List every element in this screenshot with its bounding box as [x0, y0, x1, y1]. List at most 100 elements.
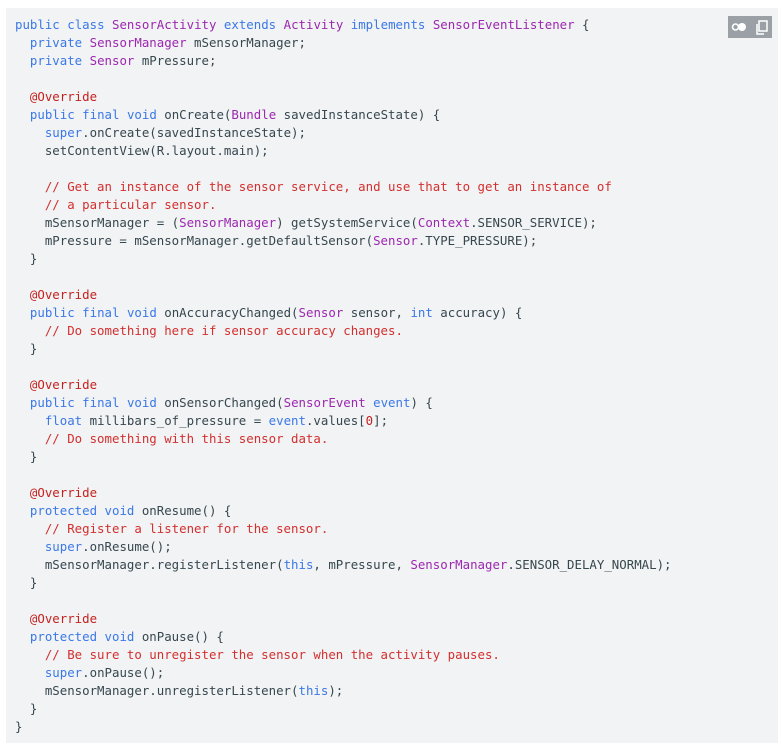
code-line	[15, 160, 672, 178]
code-token: Sensor	[298, 305, 344, 320]
code-token: savedInstanceState) {	[276, 107, 441, 122]
code-token: Sensor	[89, 53, 135, 68]
code-token: @Override	[29, 89, 98, 104]
code-token	[15, 305, 30, 320]
code-line: mPressure = mSensorManager.getDefaultSen…	[15, 232, 672, 250]
code-token: accuracy) {	[432, 305, 523, 320]
code-token	[105, 17, 112, 32]
code-line: @Override	[15, 376, 672, 394]
code-token: private	[29, 53, 83, 68]
code-token	[119, 107, 126, 122]
code-token: event	[373, 395, 411, 410]
code-token	[15, 35, 30, 50]
code-token: class	[67, 17, 105, 32]
code-token: // Do something with this sensor data.	[44, 431, 329, 446]
code-line: // Register a listener for the sensor.	[15, 520, 672, 538]
code-line	[15, 70, 672, 88]
code-line	[15, 592, 672, 610]
code-token	[82, 53, 89, 68]
code-token: void	[104, 503, 135, 518]
code-token	[119, 395, 126, 410]
code-token: ) {	[410, 395, 433, 410]
code-line: }	[15, 250, 672, 268]
code-token: Context	[417, 215, 471, 230]
code-token: @Override	[29, 377, 98, 392]
code-token: void	[126, 107, 157, 122]
code-line: float millibars_of_pressure = event.valu…	[15, 412, 672, 430]
code-token: public	[15, 17, 60, 32]
code-token	[97, 503, 104, 518]
code-line: mSensorManager = (SensorManager) getSyst…	[15, 214, 672, 232]
code-content[interactable]: public class SensorActivity extends Acti…	[15, 16, 672, 736]
code-token	[15, 485, 30, 500]
code-block: public class SensorActivity extends Acti…	[6, 8, 778, 743]
code-line: setContentView(R.layout.main);	[15, 142, 672, 160]
dark-mode-toggle-icon	[731, 23, 746, 31]
code-token: // Register a listener for the sensor.	[44, 521, 329, 536]
code-line: super.onPause();	[15, 664, 672, 682]
code-token: Bundle	[231, 107, 277, 122]
code-token: {	[574, 17, 590, 32]
code-token: .onPause();	[82, 665, 165, 680]
code-line: @Override	[15, 484, 672, 502]
code-token: protected	[29, 503, 98, 518]
code-token: }	[15, 719, 23, 734]
code-token: }	[15, 701, 38, 716]
code-token: onResume() {	[134, 503, 232, 518]
code-token: millibars_of_pressure =	[82, 413, 269, 428]
code-token: mPressure;	[134, 53, 217, 68]
code-line: // Get an instance of the sensor service…	[15, 178, 672, 196]
code-line: private Sensor mPressure;	[15, 52, 672, 70]
code-token: SensorManager	[179, 215, 277, 230]
code-token: Sensor	[373, 233, 418, 248]
code-token: // a particular sensor.	[44, 197, 217, 212]
code-token: SensorEvent	[283, 395, 366, 410]
code-token: SensorEventListener	[432, 17, 575, 32]
code-token: mSensorManager.unregisterListener(	[15, 683, 299, 698]
code-token	[15, 647, 45, 662]
code-line: @Override	[15, 88, 672, 106]
code-token: .SENSOR_DELAY_NORMAL);	[507, 557, 672, 572]
code-token: super	[44, 125, 83, 140]
code-token: 0	[365, 413, 374, 428]
code-token: public	[29, 107, 75, 122]
code-token: this	[283, 557, 314, 572]
code-token: .SENSOR_SERVICE);	[470, 215, 597, 230]
code-line: }	[15, 448, 672, 466]
code-token	[15, 395, 30, 410]
code-line: }	[15, 700, 672, 718]
code-line	[15, 358, 672, 376]
code-token: void	[104, 629, 135, 644]
code-token: @Override	[29, 485, 98, 500]
code-token	[15, 431, 45, 446]
code-line: // Be sure to unregister the sensor when…	[15, 646, 672, 664]
code-token: @Override	[29, 611, 98, 626]
code-token: SensorManager	[410, 557, 508, 572]
code-line: // a particular sensor.	[15, 196, 672, 214]
code-token	[15, 323, 45, 338]
code-token: super	[44, 665, 83, 680]
code-token	[119, 305, 126, 320]
code-line: @Override	[15, 610, 672, 628]
code-token: }	[15, 341, 38, 356]
code-token: implements	[350, 17, 426, 32]
code-token	[276, 17, 283, 32]
code-token: @Override	[29, 287, 98, 302]
code-token	[425, 17, 432, 32]
code-token: onSensorChanged(	[156, 395, 284, 410]
code-token: mSensorManager = (	[15, 215, 180, 230]
code-line	[15, 268, 672, 286]
code-token	[97, 629, 104, 644]
code-token: final	[82, 305, 120, 320]
dark-mode-toggle-button[interactable]	[731, 19, 747, 35]
code-token	[15, 503, 30, 518]
code-token: // Get an instance of the sensor service…	[44, 179, 612, 194]
copy-icon	[755, 19, 768, 35]
code-toolbar	[728, 16, 772, 38]
code-token: super	[44, 539, 83, 554]
code-token	[15, 413, 45, 428]
code-token: extends	[223, 17, 277, 32]
code-token	[82, 35, 89, 50]
code-token: .values[	[305, 413, 366, 428]
copy-button[interactable]	[753, 19, 769, 35]
